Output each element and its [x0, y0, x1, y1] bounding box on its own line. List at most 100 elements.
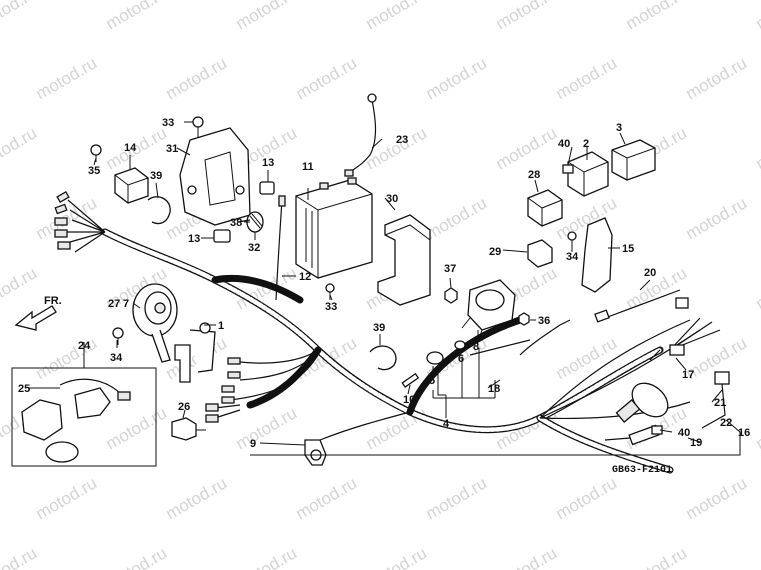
callout-27: 27 — [108, 298, 120, 310]
bolt-40-top — [562, 164, 574, 174]
callout-38: 38 — [230, 217, 242, 229]
watermark-text: motod.ru — [363, 403, 431, 453]
callout-31: 31 — [166, 143, 178, 155]
watermark-text: motod.ru — [623, 543, 691, 570]
watermark-text: motod.ru — [0, 543, 40, 570]
watermark-text: motod.ru — [363, 543, 431, 570]
watermark-text: motod.ru — [0, 263, 40, 313]
main-wire-harness — [66, 199, 721, 474]
ignition-switch-set — [11, 342, 157, 467]
callout-4: 4 — [443, 418, 450, 430]
control-box — [611, 139, 656, 181]
starter-relay — [527, 189, 563, 227]
callout-33-mid: 33 — [325, 301, 337, 313]
callout-2: 2 — [583, 138, 589, 150]
callout-8: 8 — [473, 341, 479, 353]
plug-cap — [304, 439, 327, 466]
watermark-text: motod.ru — [233, 0, 301, 33]
ignition-coil — [461, 279, 516, 343]
watermark-text: motod.ru — [163, 53, 231, 103]
callout-13-upper: 13 — [262, 157, 274, 169]
watermark-text: motod.ru — [753, 123, 761, 173]
diagram-code: GB63-F2101 — [612, 465, 672, 476]
callout-37: 37 — [444, 263, 456, 275]
front-direction-arrow: FR. — [14, 295, 62, 331]
bolt-33-top — [192, 116, 204, 138]
rear-wire — [701, 383, 726, 429]
watermark-text: motod.ru — [163, 473, 231, 523]
connector-upper-right — [675, 297, 689, 309]
watermark-text: motod.ru — [623, 0, 691, 33]
relay-bracket — [581, 217, 613, 293]
electrical-bracket — [179, 127, 251, 226]
callout-17: 17 — [682, 369, 694, 381]
watermark-text: motod.ru — [423, 53, 491, 103]
ground-cable — [344, 93, 377, 177]
callout-28: 28 — [528, 169, 540, 181]
connector-21 — [714, 371, 730, 385]
front-label: FR. — [44, 295, 62, 307]
clip-center — [369, 345, 397, 371]
callout-11: 11 — [302, 161, 314, 173]
watermark-text: motod.ru — [683, 193, 751, 243]
watermark-text: motod.ru — [0, 0, 40, 33]
front-connectors — [54, 191, 241, 423]
callout-23: 23 — [396, 134, 408, 146]
spark-cap-set — [426, 339, 531, 365]
watermark-text: motod.ru — [753, 263, 761, 313]
watermark-text: motod.ru — [103, 403, 171, 453]
callout-35: 35 — [88, 165, 100, 177]
callout-3: 3 — [616, 122, 622, 134]
watermark-text: motod.ru — [753, 403, 761, 453]
flasher-unit — [615, 382, 669, 423]
relay-unit — [567, 151, 609, 197]
ignition-key — [171, 417, 206, 441]
watermark-text: motod.ru — [103, 0, 171, 33]
bolt-38 — [237, 219, 251, 223]
callout-39-left: 39 — [150, 170, 162, 182]
callout-34-left: 34 — [110, 352, 123, 364]
nut-37 — [444, 287, 458, 304]
callout-1: 1 — [218, 320, 224, 332]
callout-25: 25 — [18, 383, 30, 395]
regulator — [114, 167, 149, 204]
watermark-text: motod.ru — [0, 123, 40, 173]
watermark-text: motod.ru — [753, 0, 761, 33]
connector-17 — [669, 344, 685, 356]
terminal-plate — [246, 211, 264, 233]
watermark-text: motod.ru — [423, 473, 491, 523]
callout-30: 30 — [386, 193, 398, 205]
callout-5: 5 — [429, 375, 435, 387]
callout-10: 10 — [403, 394, 415, 406]
callout-22: 22 — [720, 417, 732, 429]
callout-12: 12 — [299, 271, 311, 283]
bolt-34-left — [112, 327, 124, 345]
watermark-text: motod.ru — [233, 403, 301, 453]
watermark-text: motod.ru — [423, 193, 491, 243]
clip-left — [147, 196, 171, 225]
callout-20: 20 — [644, 267, 656, 279]
callout-40-top: 40 — [558, 138, 570, 150]
callout-14: 14 — [124, 142, 137, 154]
watermark-text: motod.ru — [493, 123, 561, 173]
watermark-text: motod.ru — [753, 543, 761, 570]
nut-36 — [518, 312, 530, 326]
callout-34-right: 34 — [566, 251, 579, 263]
watermark-text: motod.ru — [553, 53, 621, 103]
callout-32: 32 — [248, 242, 260, 254]
watermark-text: motod.ru — [233, 543, 301, 570]
callout-18: 18 — [488, 383, 500, 395]
callout-33-top: 33 — [162, 117, 174, 129]
callout-24: 24 — [78, 340, 91, 352]
watermark-text: motod.ru — [33, 53, 101, 103]
callout-29: 29 — [489, 246, 501, 258]
watermark-text: motod.ru — [33, 473, 101, 523]
horn — [132, 283, 178, 363]
callout-19: 19 — [690, 437, 702, 449]
watermark-text: motod.ru — [103, 123, 171, 173]
watermark-text: motod.ru — [493, 543, 561, 570]
callout-21: 21 — [714, 397, 726, 409]
watermark-text: motod.ru — [493, 0, 561, 33]
